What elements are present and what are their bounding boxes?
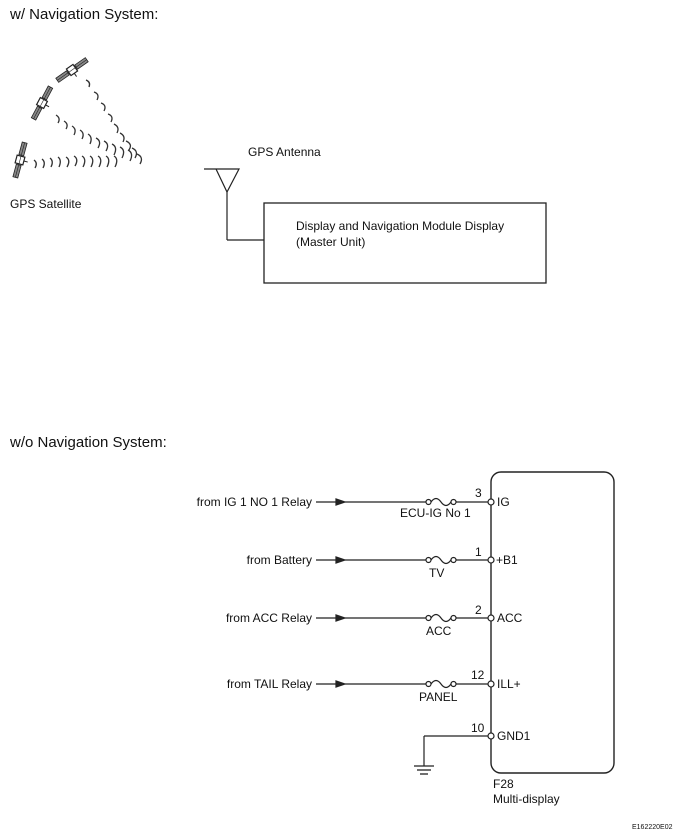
gps-antenna-icon <box>204 168 264 241</box>
fuse-label-acc: ACC <box>426 624 452 638</box>
circuit-ill <box>316 679 495 689</box>
terminal-label-ill: ILL+ <box>497 677 521 691</box>
fuse-label-tv: TV <box>429 566 445 580</box>
figure-code: E162220E02 <box>632 824 673 831</box>
terminal-label-b1: +B1 <box>496 553 518 567</box>
satellite-icon-bottom <box>10 140 33 181</box>
navigation-module-box <box>263 202 547 284</box>
terminal-label-gnd: GND1 <box>497 729 531 743</box>
terminal-label-acc: ACC <box>497 611 523 625</box>
terminal-label-ig: IG <box>497 495 510 509</box>
source-label-battery: from Battery <box>246 553 312 567</box>
signal-waves <box>33 79 143 169</box>
source-label-tail: from TAIL Relay <box>226 677 312 691</box>
ground-icon <box>414 765 434 775</box>
satellite-icon-middle <box>29 84 59 124</box>
fuse-label-ecu-ig: ECU-IG No 1 <box>400 506 471 520</box>
pin-number-ill: 12 <box>471 668 485 682</box>
circuit-gnd <box>423 732 495 766</box>
pin-number-acc: 2 <box>475 603 482 617</box>
without-nav-title: w/o Navigation System: <box>10 434 167 451</box>
pin-number-b1: 1 <box>475 545 482 559</box>
pin-number-gnd: 10 <box>471 721 485 735</box>
unit-name: Multi-display <box>493 792 560 806</box>
circuit-b1 <box>316 555 495 565</box>
module-label-line2: (Master Unit) <box>296 235 366 249</box>
circuit-acc <box>316 613 495 623</box>
circuit-ig <box>316 497 495 507</box>
pin-number-ig: 3 <box>475 486 482 500</box>
with-nav-title: w/ Navigation System: <box>10 6 159 23</box>
source-label-acc: from ACC Relay <box>225 611 312 625</box>
fuse-label-panel: PANEL <box>419 690 458 704</box>
gps-antenna-label: GPS Antenna <box>248 145 321 159</box>
source-label-ig: from IG 1 NO 1 Relay <box>196 495 312 509</box>
multi-display-box <box>490 471 615 774</box>
gps-satellite-label: GPS Satellite <box>10 197 82 211</box>
connector-code: F28 <box>493 777 514 791</box>
module-label-line1: Display and Navigation Module Display <box>296 219 505 233</box>
satellite-icon-top <box>54 55 92 88</box>
